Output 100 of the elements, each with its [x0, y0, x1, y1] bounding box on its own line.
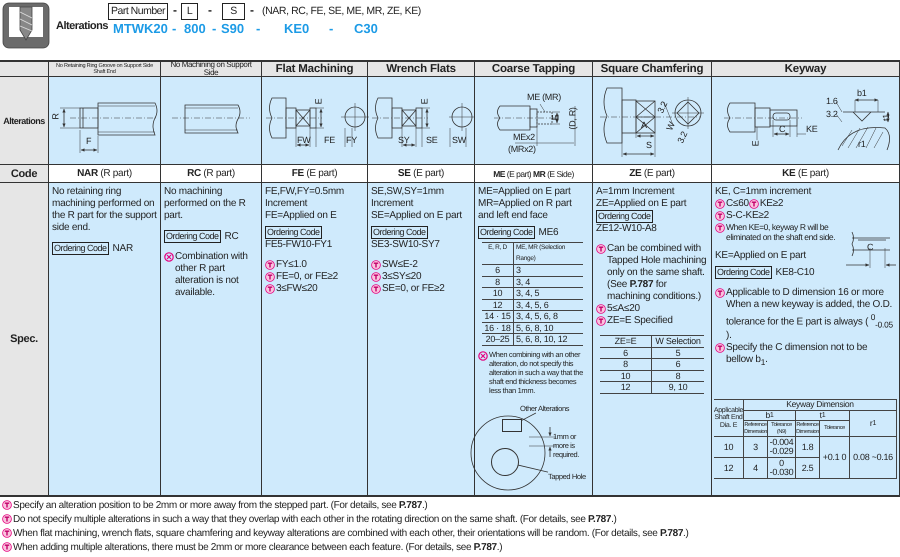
ordering-code-tag: Ordering Code [52, 242, 109, 255]
dimension-label: SY [398, 136, 410, 145]
spec-condition: SE=0, or FE≥2 [382, 283, 445, 295]
ordering-code-value: ZE12-W10-A8 [596, 223, 658, 235]
spec-text: MR=Applied on R part and left end face [478, 198, 573, 222]
table-value: 10 [482, 288, 514, 300]
spec-text: SE=Applied on E part [371, 210, 464, 222]
spec-condition: C≤60 [726, 198, 749, 210]
table-heading: Keyway Dimension [744, 400, 897, 410]
dimension-label: FE [324, 136, 335, 145]
spec-condition: 3≤FW≤20 [276, 283, 318, 295]
dimension-label: S [646, 141, 652, 150]
table-value: 12 [714, 458, 744, 479]
table-value: -0.004 -0.029 [768, 437, 796, 458]
row-heading: Spec. [10, 333, 38, 345]
dimension-label: (MRx2) [508, 145, 536, 154]
spec-note: Combination with other R part alteration is not available. [175, 251, 249, 299]
ordering-code-value: ME6 [538, 227, 558, 239]
ordering-code-tag: Ordering Code [715, 266, 772, 279]
dimension-label: C [867, 243, 874, 252]
separator-text: - [256, 21, 260, 36]
dimension-label: E [314, 98, 324, 104]
ordering-code-tag: Ordering Code [371, 226, 428, 239]
dimension-label: 3.2 [656, 100, 670, 115]
spec-condition: S-C-KE≥2 [726, 210, 769, 222]
ordering-code-value: FE5-FW10-FY1 [265, 239, 334, 251]
table-value: 8 [482, 276, 514, 288]
column-heading: Wrench Flats [386, 62, 456, 76]
spec-condition: When KE=0, keyway R will be eliminated on the shaft end side. [726, 222, 836, 242]
alteration-code: NAR (R part) [77, 168, 132, 179]
part-number-example: 800 [184, 21, 206, 36]
table-value: 3, 4, 5, 6 [514, 300, 583, 311]
dimension-label: W [665, 120, 677, 132]
dimension-label: 3.2 [826, 110, 838, 119]
alteration-code: ZE (E part) [629, 168, 675, 179]
spec-text: A=1mm Increment [596, 186, 676, 198]
table-value: 0.08 ~0.16 [850, 437, 897, 479]
dimension-label: ME (MR) [527, 93, 561, 102]
spec-text: KE=Applied on E part [715, 250, 808, 262]
spec-condition: Specify the C dimension not to be bellow b$_{1}$. [726, 342, 868, 368]
footnote: When flat machining, wrench flats, square chamfering and keyway alterations are combined with each other, their orientations will be random. (For details, see P.787.) [13, 527, 688, 541]
spec-text: ME=Applied on E part [478, 186, 572, 198]
spec-condition: 5≤A≤20 [607, 303, 640, 315]
spec-text: No machining performed on the R part. [164, 186, 247, 222]
spec-condition: FY≤1.0 [276, 259, 307, 271]
dimension-label: E [751, 140, 760, 146]
table-value: 20–25 [482, 334, 514, 346]
ordering-code-value: KE8-C10 [776, 267, 814, 279]
table-value: 6 [600, 348, 652, 359]
dimension-label: b1 [857, 89, 866, 98]
alteration-outline [502, 419, 522, 432]
table-value: 5 [652, 348, 704, 359]
dimension-label: t1 [882, 114, 891, 121]
table-value: 4 [744, 458, 768, 479]
tapped-hole-outline [491, 448, 519, 476]
separator-text: - [172, 21, 176, 36]
title: Alterations [56, 20, 108, 32]
part-number-example: S90 [221, 21, 244, 36]
ordering-code-value: SE3-SW10-SY7 [371, 239, 441, 251]
part-number-field: L [181, 3, 198, 20]
part-number-field: Part Number [108, 3, 168, 20]
leader-line [518, 464, 548, 472]
spec-text: KE, C=1mm increment [715, 186, 812, 198]
separator-text: - [212, 21, 216, 36]
dimension-label: C [779, 125, 786, 134]
spec-text: No retaining ring machining performed on the R part for the support side end. [52, 186, 157, 234]
spec-text: ZE=Applied on E part [596, 198, 688, 210]
table-value: 8 [652, 370, 704, 382]
table-value: 14 · 15 [482, 311, 514, 322]
table-value: 8 [600, 359, 652, 370]
column-heading: No Machining on Support Side [169, 60, 253, 78]
table-value: 3, 4, 5 [514, 288, 583, 300]
ordering-code-tag: Ordering Code [265, 226, 322, 239]
ordering-code-value: RC [224, 231, 238, 243]
part-number-example: KE0 [284, 21, 310, 36]
separator-text: - [208, 3, 212, 17]
dimension-label: FY [346, 136, 357, 145]
table-value: 5, 6, 8, 10, 12 [514, 334, 583, 346]
table-value: 3, 4 [514, 276, 583, 288]
code-list-text: (NAR, RC, FE, SE, ME, MR, ZE, KE) [262, 4, 421, 18]
dimension-label: SE [426, 136, 438, 145]
table-value: 10 [714, 437, 744, 458]
leader-line [522, 412, 536, 421]
table-heading: ZE=E [600, 336, 652, 348]
column-heading: Square Chamfering [600, 62, 704, 76]
dimension-label: MEx2 [513, 133, 535, 142]
dimension-label: F [86, 137, 92, 146]
table-value: 6 [482, 265, 514, 276]
spec-condition: SW≤E-2 [382, 259, 418, 271]
table-value: 5, 6, 8, 10 [514, 322, 583, 334]
part-number-field: S [222, 3, 245, 20]
dimension-label: KE [806, 125, 818, 134]
table-value: 12 [600, 382, 652, 394]
table-value: 12 [482, 300, 514, 311]
dimension-label: 1.6 [826, 97, 838, 106]
spec-text: FE=Applied on E [265, 210, 338, 222]
column-heading: Flat Machining [276, 62, 354, 76]
column-heading: Keyway [784, 62, 826, 76]
dimension-label: SW [452, 136, 466, 145]
separator-text: - [329, 21, 334, 36]
